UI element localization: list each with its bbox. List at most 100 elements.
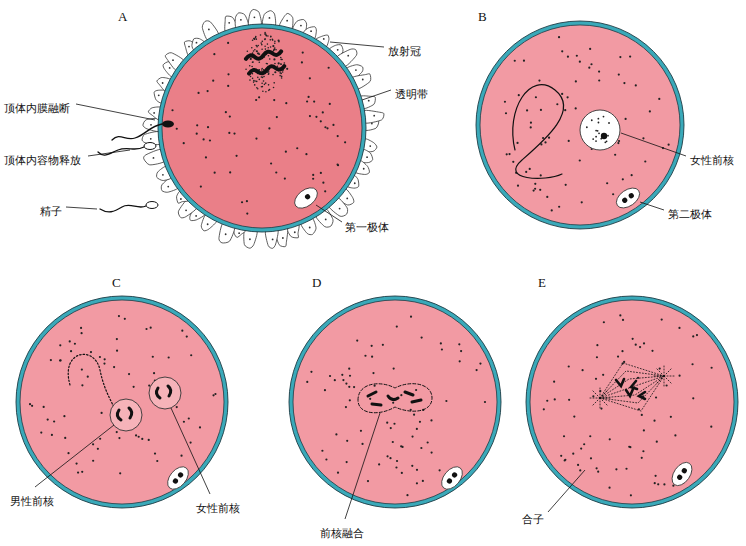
polar-body-outline [291, 184, 321, 213]
cytoplasm-granule [270, 162, 272, 164]
cell-nucleus [238, 232, 240, 234]
cytoplasm-granule [567, 56, 569, 58]
leader-line [548, 470, 585, 512]
part-label: 精子 [40, 205, 62, 218]
cytoplasm-granule [332, 124, 334, 126]
part-label: 合子 [522, 513, 544, 526]
zona-pellucida [526, 296, 738, 508]
cell-nucleus [195, 215, 197, 217]
cytoplasm-granule [329, 103, 331, 105]
cytoplasm-granule [348, 368, 350, 370]
zona-pellucida [289, 296, 501, 508]
cytoplasm-granule [396, 325, 398, 327]
part-label: 第一极体 [345, 221, 389, 234]
cytoplasm-granule [659, 368, 661, 370]
cytoplasm-granule [336, 163, 338, 165]
cytoplasm-granule [512, 161, 514, 163]
spindle-dot [280, 59, 282, 61]
cytoplasm-granule [133, 386, 135, 388]
cytoplasm-granule [561, 93, 563, 95]
cytoplasm-granule [655, 396, 657, 398]
spindle-dot [268, 73, 270, 75]
zona-pellucida [476, 21, 684, 229]
chromatin-dot [608, 122, 610, 124]
cytoplasm-granule [396, 460, 398, 462]
spindle-dot [249, 65, 251, 67]
cytoplasm-granule [558, 36, 560, 38]
spindle-dot [261, 82, 263, 84]
cytoplasm-granule [619, 56, 621, 58]
cytoplasm-granule [629, 55, 631, 57]
spindle-dot [272, 39, 274, 41]
cytoplasm-granule [51, 434, 53, 436]
cytoplasm-granule [518, 94, 520, 96]
cytoplasm-granule [691, 363, 693, 365]
cytoplasm-granule [97, 448, 99, 450]
cell-nucleus [153, 112, 155, 114]
cytoplasm-granule [543, 408, 545, 410]
cytoplasm-granule [176, 128, 178, 130]
cytoplasm-granule [197, 92, 199, 94]
cytoplasm-granule [90, 351, 92, 353]
cytoplasm-granule [322, 111, 324, 113]
sperm-tail [513, 85, 564, 179]
spindle [245, 32, 285, 93]
cell-nucleus [240, 19, 242, 21]
cytoplasm-granule [560, 455, 562, 457]
spindle-dot [268, 55, 270, 57]
cytoplasm-granule [678, 327, 680, 329]
cytoplasm-granule [100, 412, 102, 414]
spindle-dot [270, 35, 272, 37]
cytoplasm-granule [229, 115, 231, 117]
part-label: 放射冠 [388, 45, 421, 58]
cell-nucleus [150, 138, 152, 140]
part-label-box: 女性前核 [690, 149, 734, 168]
cytoplasm-granule [326, 127, 328, 129]
cytoplasm-granule [214, 393, 216, 395]
spindle-dot [264, 32, 266, 34]
cytoplasm-granule [322, 182, 324, 184]
cytoplasm-granule [81, 368, 83, 370]
chromosome [368, 392, 376, 396]
aster-ray [664, 376, 676, 377]
cytoplasm-granule [395, 466, 397, 468]
cytoplasm-granule [516, 142, 518, 144]
polar-body-nucleus [446, 477, 453, 484]
cytoplasm-granule [651, 350, 653, 352]
spindle-dot [272, 39, 274, 41]
panel-letter: D [312, 275, 321, 290]
cytoplasm-granule [530, 126, 532, 128]
aster-ray [664, 376, 672, 384]
cytoplasm-granule [227, 73, 229, 75]
cytoplasm-granule [124, 318, 126, 320]
cytoplasm-granule [209, 139, 211, 141]
cytoplasm-granule [200, 186, 202, 188]
cytoplasm-granule [80, 332, 82, 334]
cytoplasm-granule [148, 439, 150, 441]
cytoplasm-granule [342, 379, 344, 381]
cell-nucleus [310, 30, 312, 32]
cytoplasm-granule [618, 74, 620, 76]
cytoplasm-granule [589, 435, 591, 437]
cytoplasm-granule [639, 346, 641, 348]
cytoplasm-granule [460, 350, 462, 352]
cytoplasm-granule [309, 115, 311, 117]
cytoplasm-granule [225, 111, 227, 113]
spindle-fiber [600, 376, 664, 398]
cell-nucleus [363, 168, 365, 170]
cytoplasm-granule [81, 384, 83, 386]
cytoplasm-granule [606, 182, 608, 184]
cytoplasm-granule [154, 452, 156, 454]
cytoplasm-granule [190, 354, 192, 356]
cytoplasm-granule [346, 461, 348, 463]
spindle-dot [263, 76, 265, 78]
spindle-dot [254, 49, 256, 51]
cytoplasm-granule [401, 472, 403, 474]
cell-nucleus [196, 42, 198, 44]
cell-nucleus [373, 115, 375, 117]
cytoplasm-granule [597, 471, 599, 473]
polar-body [438, 463, 467, 493]
cytoplasm-granule [670, 416, 672, 418]
cytoplasm [293, 300, 497, 504]
